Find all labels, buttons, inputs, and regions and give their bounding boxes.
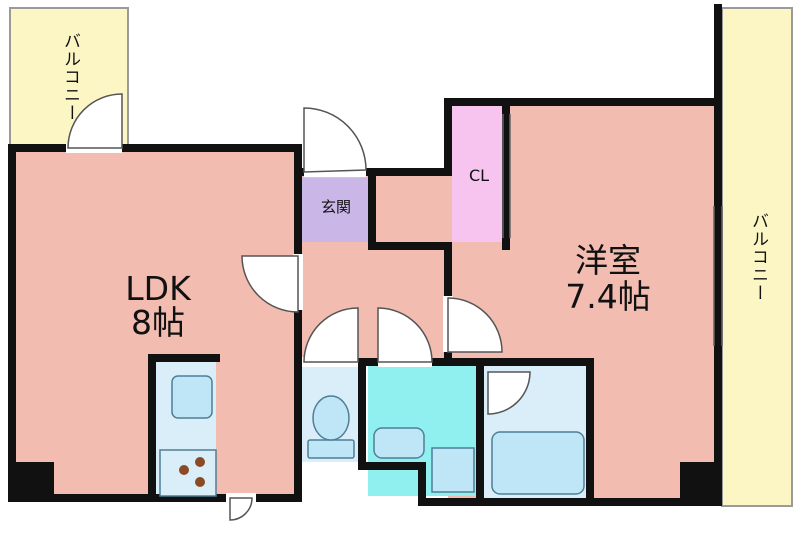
bathtub <box>491 431 585 495</box>
wall-pillar-left <box>12 462 54 502</box>
entrance-area <box>300 178 372 242</box>
ldk-room-size: 8帖 <box>131 303 185 342</box>
ldk-room-name: LDK <box>125 269 191 308</box>
entrance-label: 玄関 <box>320 198 351 216</box>
washer <box>431 447 475 493</box>
wash-basin <box>373 427 425 459</box>
windows <box>502 114 723 346</box>
stove-burners <box>179 457 205 487</box>
door-swings <box>67 93 531 521</box>
toilet-bowl <box>312 395 350 441</box>
wall-pillar-right <box>680 462 722 504</box>
balcony-right-area <box>721 7 793 507</box>
western-room-name: 洋室 <box>575 241 641 280</box>
closet-label: CL <box>468 166 490 185</box>
balcony-right-label: バルコニー <box>748 212 768 302</box>
fixtures <box>159 375 585 497</box>
closet-area <box>452 104 506 242</box>
toilet-tank <box>307 439 355 459</box>
kitchen-sink <box>171 375 213 419</box>
balcony-left-label: バルコニー <box>60 32 80 122</box>
western-room-size: 7.4帖 <box>565 277 651 316</box>
